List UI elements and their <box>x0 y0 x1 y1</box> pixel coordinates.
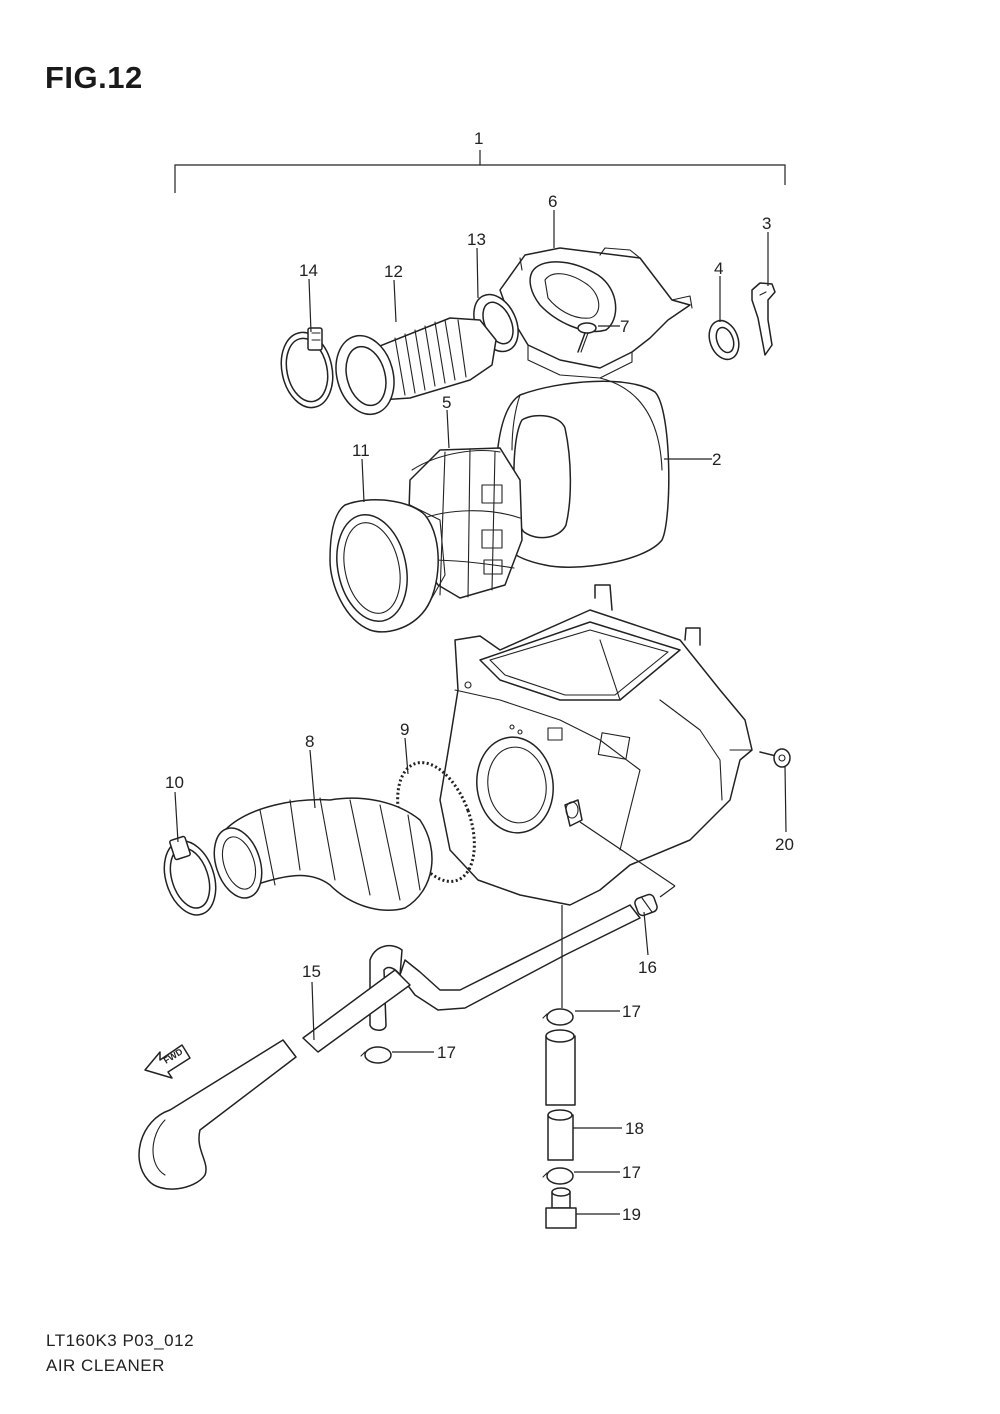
hose-clip-17c <box>542 1167 574 1185</box>
duct-clamp-part <box>163 835 217 916</box>
hose-clip-part <box>634 893 658 917</box>
callout-1: 1 <box>474 129 483 148</box>
outlet-duct-part <box>213 797 433 911</box>
callout-13: 13 <box>467 230 486 249</box>
callout-17b: 17 <box>437 1043 456 1062</box>
callout-8: 8 <box>305 732 314 751</box>
hose-clip-17b <box>360 1046 392 1064</box>
callout-10: 10 <box>165 773 184 792</box>
callout-11: 11 <box>352 441 370 460</box>
drain-pipe-part <box>545 1029 576 1106</box>
callout-7: 7 <box>620 317 629 336</box>
case-cap-part <box>499 247 693 379</box>
section-name: AIR CLEANER <box>46 1356 165 1375</box>
callout-16: 16 <box>638 958 657 977</box>
callout-3: 3 <box>762 214 771 233</box>
model-code: LT160K3 P03_012 <box>46 1331 195 1350</box>
callout-15: 15 <box>302 962 321 981</box>
screw-part <box>577 322 597 353</box>
callout-5: 5 <box>442 393 451 412</box>
forward-direction-marker: FWD <box>144 1044 191 1079</box>
callout-2: 2 <box>712 450 721 469</box>
figure-title: FIG.12 <box>45 60 143 95</box>
air-cleaner-case <box>439 584 753 906</box>
drain-tube-part <box>547 1109 574 1161</box>
callout-4: 4 <box>714 259 723 278</box>
leader-lines <box>174 210 787 1215</box>
hose-clip-17a <box>542 1008 574 1026</box>
filter-holder-part <box>329 499 446 633</box>
callout-labels: 1 2 3 4 5 6 7 8 9 10 11 12 13 14 15 16 1… <box>165 129 794 1224</box>
intake-bellows-part <box>335 317 497 416</box>
callout-19: 19 <box>622 1205 641 1224</box>
callout-18: 18 <box>625 1119 644 1138</box>
callout-17c: 17 <box>622 1163 641 1182</box>
clamp-part <box>280 327 334 409</box>
assembly-bracket <box>174 150 786 193</box>
callout-20: 20 <box>775 835 794 854</box>
callout-17a: 17 <box>622 1002 641 1021</box>
callout-14: 14 <box>299 261 318 280</box>
drain-plug-part <box>545 1187 577 1229</box>
callout-6: 6 <box>548 192 557 211</box>
grommet-part <box>708 319 740 361</box>
bolt-part <box>759 748 791 768</box>
drain-hose-part <box>138 969 411 1190</box>
clip-part <box>751 282 776 356</box>
callout-9: 9 <box>400 720 409 739</box>
callout-12: 12 <box>384 262 403 281</box>
